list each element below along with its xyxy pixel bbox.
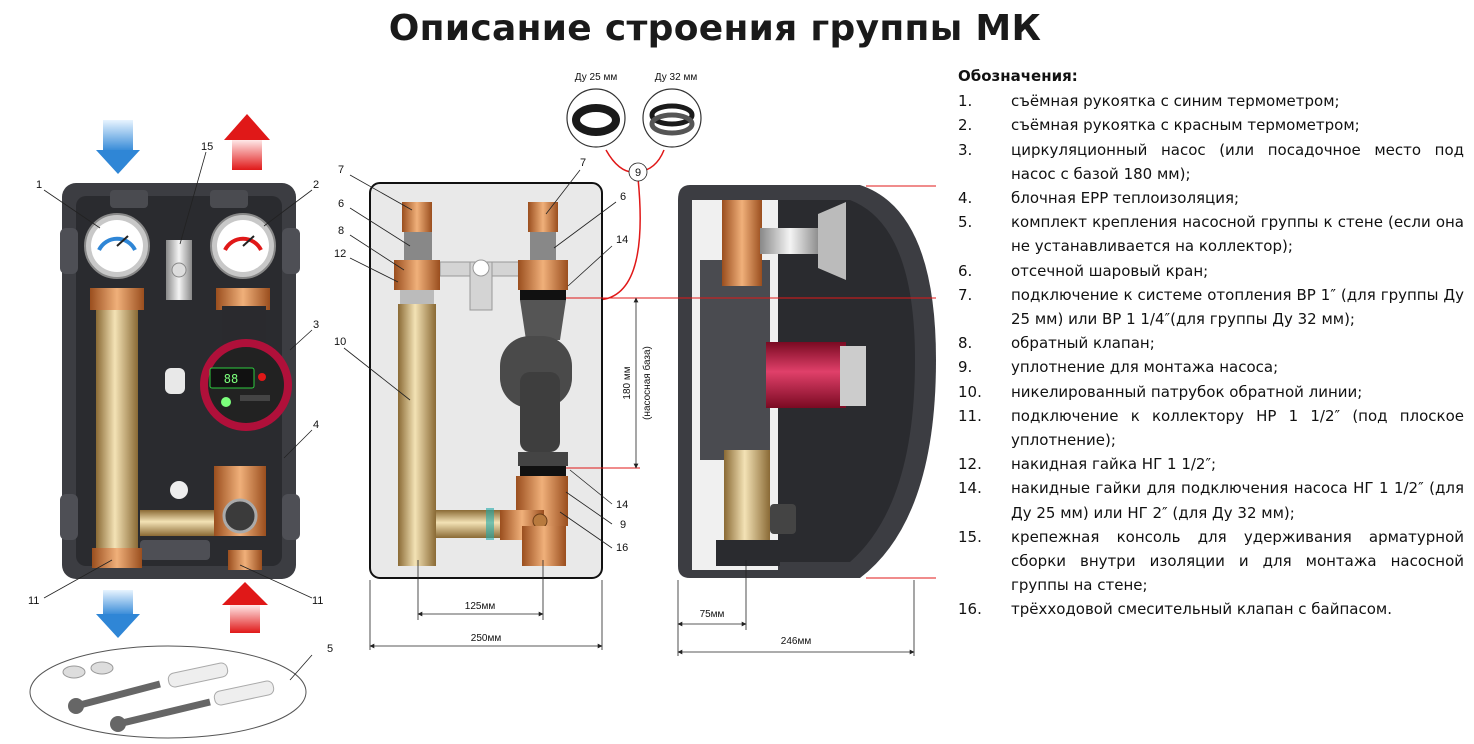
blue-thermometer	[84, 213, 150, 279]
legend-item-text: крепежная консоль для удерживания армату…	[1011, 527, 1464, 595]
callout-11-right: 11	[312, 595, 323, 607]
legend-item-number: 12.	[958, 455, 982, 474]
legend-item-text: накидная гайка НГ 1 1/2″;	[1011, 455, 1217, 474]
legend-item-text: накидные гайки для подключения насоса НГ…	[1011, 479, 1464, 522]
callout-8: 8	[338, 225, 344, 237]
seal-du25-label: Ду 25 мм	[575, 72, 618, 83]
legend-item-number: 3.	[958, 140, 973, 159]
legend-item-text: съёмная рукоятка с синим термометром;	[1011, 92, 1340, 111]
legend-item: 2. съёмная рукоятка с красным термометром…	[958, 113, 1464, 137]
callout-7-right: 7	[580, 157, 586, 169]
schematic-view	[369, 182, 603, 579]
seal-du32	[642, 88, 702, 148]
dim-75: 75мм	[700, 609, 725, 620]
legend-item-text: подключение к коллектору НР 1 1/2″ (под …	[1011, 406, 1464, 450]
callout-4: 4	[313, 419, 319, 431]
side-view	[678, 185, 936, 578]
callout-7-left: 7	[338, 164, 344, 176]
legend-item: 11. подключение к коллектору НР 1 1/2″ (п…	[958, 404, 1464, 452]
seal-du25	[566, 88, 626, 148]
dim-180-note: (насосная база)	[641, 346, 653, 420]
legend-item-number: 8.	[958, 334, 973, 353]
legend-item: 16. трёхходовой смесительный клапан с бай…	[958, 597, 1464, 621]
legend-item: 8. обратный клапан;	[958, 331, 1464, 355]
page-title: Описание строения группы МК	[388, 8, 1042, 49]
callout-2: 2	[313, 179, 319, 191]
legend-item: 1. съёмная рукоятка с синим термометром;	[958, 89, 1464, 113]
legend-item-text: блочная EPP теплоизоляция;	[1011, 189, 1240, 208]
callout-5: 5	[327, 643, 333, 655]
callout-14-bottom: 14	[616, 499, 628, 511]
seal-du32-label: Ду 32 мм	[655, 72, 698, 83]
legend-item: 5. комплект крепления насосной группы к с…	[958, 210, 1464, 258]
cold-outlet-arrow	[96, 590, 140, 638]
callout-10: 10	[334, 336, 346, 348]
legend-list: 1. съёмная рукоятка с синим термометром; 2…	[958, 89, 1464, 621]
callout-6-right: 6	[620, 191, 626, 203]
legend-item-number: 2.	[958, 116, 973, 135]
legend-item-number: 15.	[958, 527, 982, 546]
legend-item: 7. подключение к системе отопления ВР 1″ …	[958, 283, 1464, 331]
legend-item: 9. уплотнение для монтажа насоса;	[958, 355, 1464, 379]
wall-mounting-kit	[29, 645, 307, 739]
callout-11-left: 11	[28, 595, 39, 607]
hot-inlet-arrow	[222, 582, 268, 633]
legend-item-text: комплект крепления насосной группы к сте…	[1011, 213, 1464, 256]
legend-item: 6. отсечной шаровый кран;	[958, 259, 1464, 283]
legend-item: 10. никелированный патрубок обратной лини…	[958, 380, 1464, 404]
legend-item-number: 11.	[958, 406, 982, 425]
dim-246: 246мм	[781, 636, 812, 647]
return-pipe	[96, 310, 138, 560]
front-view: 88	[60, 114, 300, 638]
legend-item-text: никелированный патрубок обратной линии;	[1011, 382, 1363, 401]
legend-item: 14. накидные гайки для подключения насоса…	[958, 476, 1464, 524]
legend-item-number: 5.	[958, 213, 973, 232]
legend: Обозначения: 1. съёмная рукоятка с синим …	[958, 64, 1464, 622]
legend-item-text: обратный клапан;	[1011, 334, 1155, 353]
legend-item-number: 16.	[958, 600, 982, 619]
cold-inlet-arrow	[96, 120, 140, 174]
callout-14-top: 14	[616, 234, 628, 246]
legend-item-text: циркуляционный насос (или посадочное мес…	[1011, 140, 1464, 183]
dim-125: 125мм	[465, 601, 496, 612]
legend-item: 12. накидная гайка НГ 1 1/2″;	[958, 452, 1464, 476]
legend-item: 15. крепежная консоль для удерживания арм…	[958, 525, 1464, 598]
callout-16: 16	[616, 542, 628, 554]
legend-title: Обозначения:	[958, 67, 1078, 85]
legend-item: 3. циркуляционный насос (или посадочное м…	[958, 138, 1464, 186]
dim-180: 180 мм	[622, 366, 633, 399]
legend-item-number: 9.	[958, 358, 973, 377]
legend-item: 4. блочная EPP теплоизоляция;	[958, 186, 1464, 210]
dim-250: 250мм	[471, 633, 502, 644]
legend-item-text: отсечной шаровый кран;	[1011, 261, 1209, 280]
legend-item-number: 14.	[958, 479, 982, 498]
legend-item-text: уплотнение для монтажа насоса;	[1011, 358, 1279, 377]
legend-item-text: трёхходовой смесительный клапан с байпас…	[1011, 600, 1392, 619]
legend-item-number: 6.	[958, 261, 973, 280]
hot-outlet-arrow	[224, 114, 270, 170]
callout-12: 12	[334, 248, 346, 260]
callout-3: 3	[313, 319, 319, 331]
pump-group-diagram: 88 Ду 25 мм Ду 32 мм	[28, 72, 936, 739]
legend-item-number: 10.	[958, 382, 982, 401]
legend-item-number: 1.	[958, 92, 973, 111]
callout-15: 15	[201, 141, 213, 153]
legend-item-number: 4.	[958, 189, 973, 208]
callout-9-top: 9	[635, 167, 641, 179]
callout-6-left: 6	[338, 198, 344, 210]
legend-item-number: 7.	[958, 285, 973, 304]
svg-text:88: 88	[224, 372, 238, 386]
circulation-pump: 88	[200, 339, 292, 431]
red-thermometer	[210, 213, 276, 279]
callout-9-bottom: 9	[620, 519, 626, 531]
callout-1: 1	[36, 179, 42, 191]
legend-item-text: съёмная рукоятка с красным термометром;	[1011, 116, 1360, 135]
legend-item-text: подключение к системе отопления ВР 1″ (д…	[1011, 285, 1464, 329]
